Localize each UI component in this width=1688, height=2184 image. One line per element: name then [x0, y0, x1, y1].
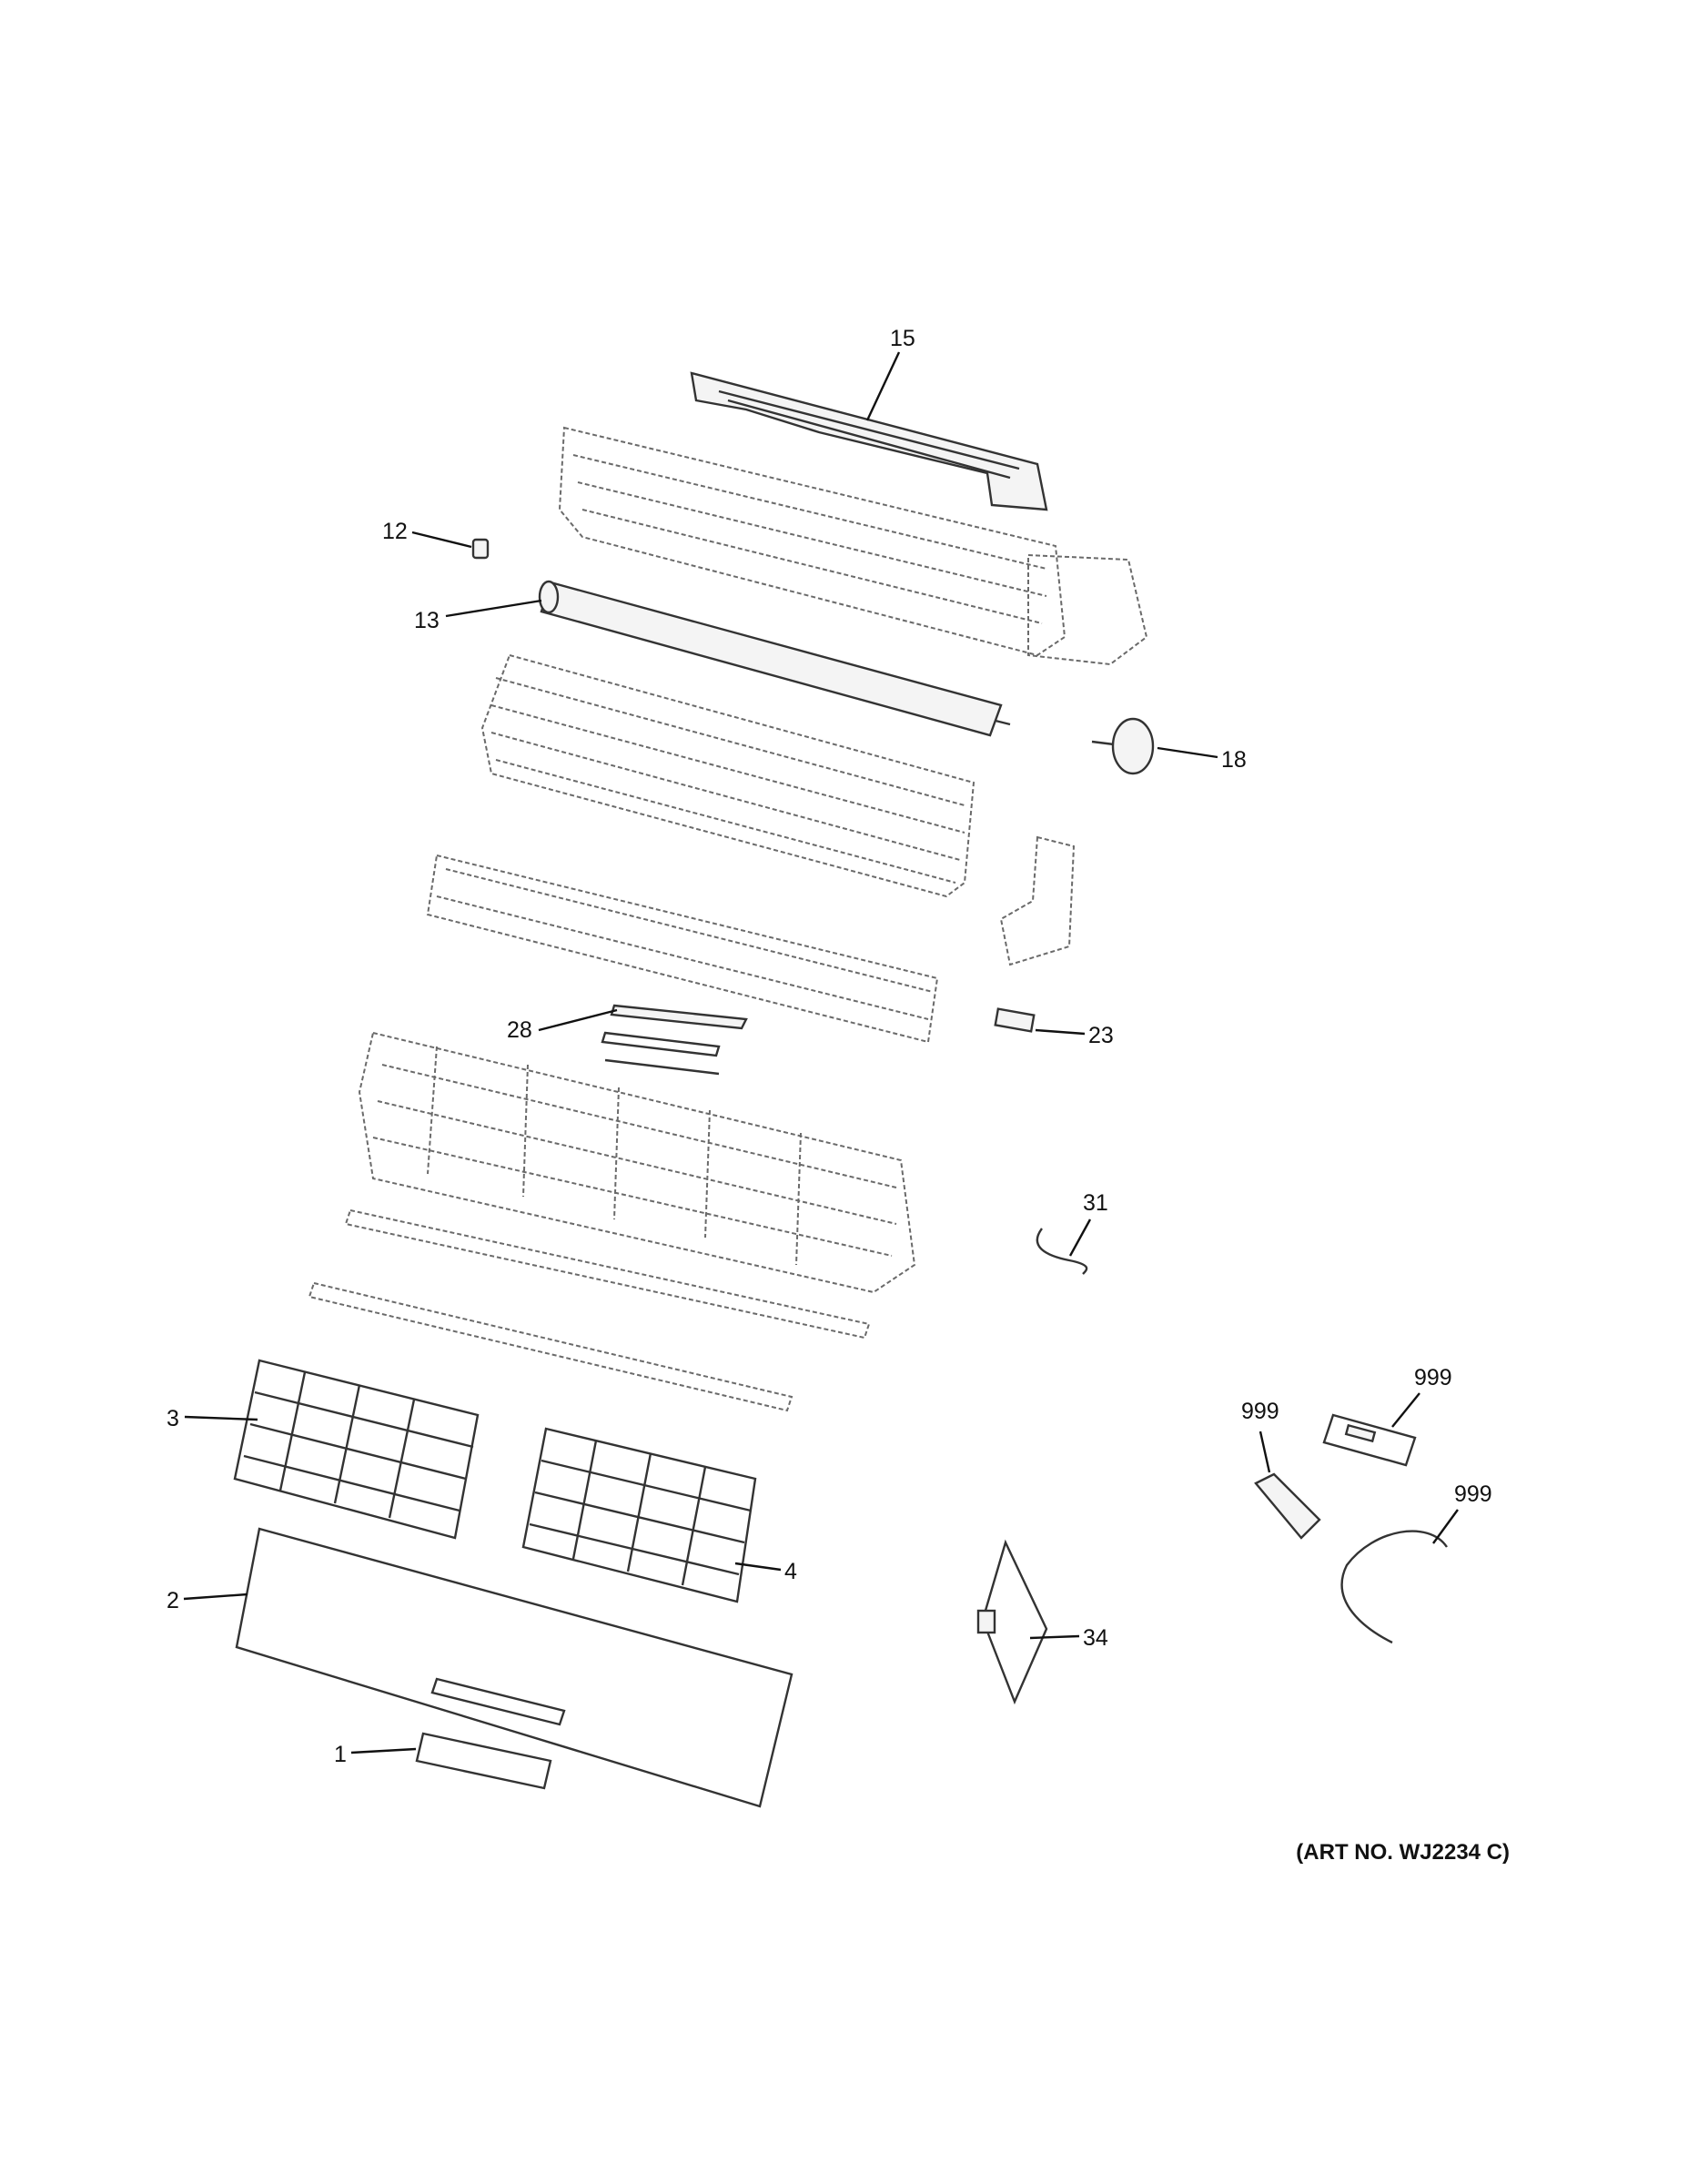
part-999-drain-hose[interactable]: [1340, 1530, 1448, 1644]
art-number: (ART NO. WJ2234 C): [1296, 1840, 1510, 1865]
callout-4: 4: [784, 1559, 797, 1584]
part-999-manual[interactable]: [1322, 1413, 1417, 1467]
callout-labels: 15 12 13 18 28 23 31 3 4 2 1 34 999 999 …: [167, 326, 1492, 1767]
callout-3: 3: [167, 1406, 179, 1431]
part-999-remote-control[interactable]: [1254, 1472, 1321, 1540]
leader-lines: [183, 351, 1459, 1754]
part-2-front-panel[interactable]: [235, 1527, 793, 1808]
part-front-frame: [358, 1031, 916, 1294]
part-15-mounting-plate[interactable]: [690, 371, 1048, 511]
callout-28: 28: [507, 1017, 532, 1043]
part-motor-bracket: [999, 835, 1076, 966]
part-louvers: [308, 1208, 871, 1412]
callout-18: 18: [1221, 747, 1247, 773]
part-13-blower-wheel[interactable]: [538, 580, 1011, 737]
part-drain-pan: [426, 854, 939, 1044]
part-evaporator-coil: [480, 653, 975, 898]
part-34-control-board[interactable]: [976, 1539, 1048, 1705]
callout-31: 31: [1083, 1190, 1108, 1216]
callout-23: 23: [1088, 1023, 1114, 1048]
part-31-sensor[interactable]: [1036, 1228, 1088, 1275]
callout-999-a: 999: [1241, 1399, 1279, 1424]
part-upper-chassis: [558, 426, 1148, 666]
part-4-air-filter-right[interactable]: [521, 1427, 757, 1603]
part-12-bearing[interactable]: [471, 538, 490, 560]
part-28-display-board[interactable]: [601, 1004, 748, 1076]
callout-15: 15: [890, 326, 915, 351]
callout-1: 1: [334, 1742, 347, 1767]
part-1-nameplate[interactable]: [415, 1732, 552, 1790]
callout-999-b: 999: [1414, 1365, 1452, 1390]
callout-12: 12: [382, 519, 408, 544]
callout-2: 2: [167, 1588, 179, 1613]
callout-34: 34: [1083, 1625, 1108, 1651]
part-18-fan-motor[interactable]: [1091, 717, 1155, 775]
part-3-air-filter-left[interactable]: [233, 1359, 480, 1540]
part-23-terminal-strip[interactable]: [994, 1007, 1036, 1033]
callout-999-c: 999: [1454, 1481, 1492, 1507]
callout-13: 13: [414, 608, 440, 633]
